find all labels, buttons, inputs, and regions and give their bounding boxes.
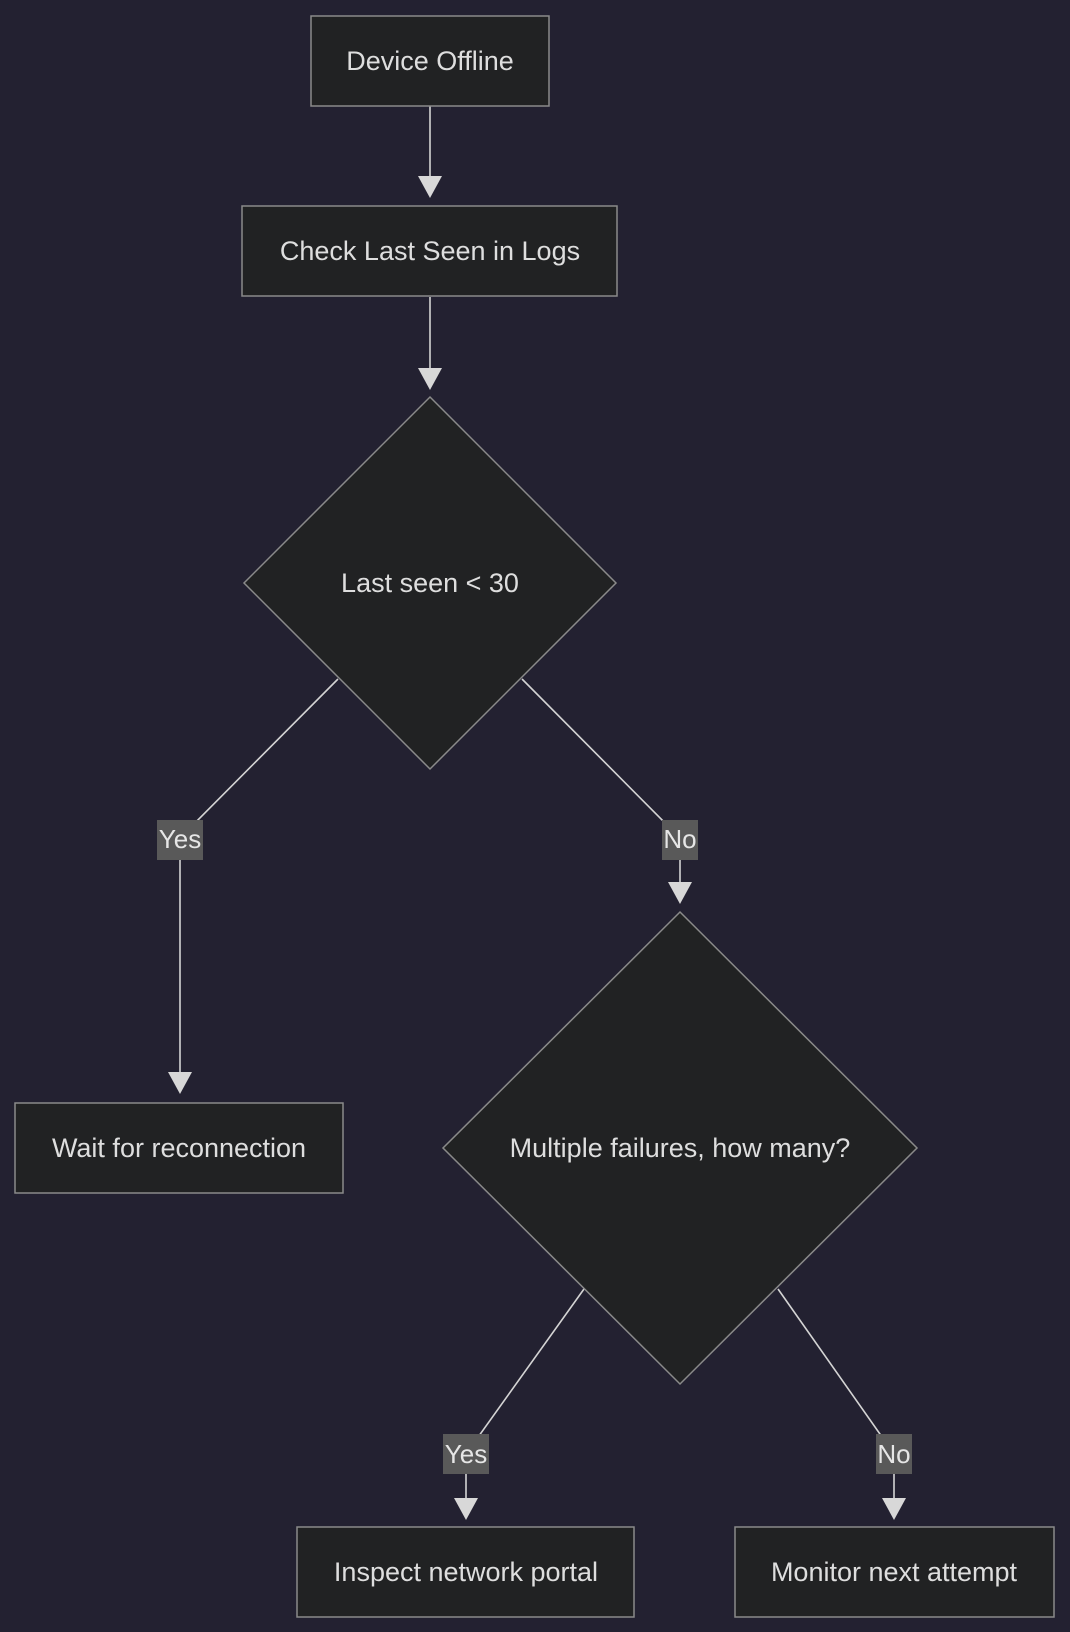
arrowhead xyxy=(418,368,442,390)
svg-text:No: No xyxy=(877,1439,910,1469)
svg-text:Wait for reconnection: Wait for reconnection xyxy=(52,1133,306,1163)
arrowhead xyxy=(168,1072,192,1094)
node-monitor-next[interactable]: Monitor next attempt xyxy=(734,1526,1055,1618)
arrowhead xyxy=(668,882,692,904)
edge-label-lastseen-no: No xyxy=(662,820,698,860)
node-device-offline[interactable]: Device Offline xyxy=(310,15,550,107)
svg-text:No: No xyxy=(663,824,696,854)
svg-text:Inspect network portal: Inspect network portal xyxy=(334,1557,598,1587)
edge-label-failures-yes: Yes xyxy=(443,1434,489,1474)
edge-lastseen-yes xyxy=(179,678,339,1078)
node-wait-reconnection[interactable]: Wait for reconnection xyxy=(14,1102,344,1194)
svg-text:Monitor next attempt: Monitor next attempt xyxy=(771,1557,1018,1587)
svg-text:Yes: Yes xyxy=(445,1439,487,1469)
node-multiple-failures-decision[interactable]: Multiple failures, how many? xyxy=(441,910,919,1386)
edges xyxy=(168,106,906,1520)
svg-text:Device Offline: Device Offline xyxy=(346,46,514,76)
svg-text:Last seen < 30: Last seen < 30 xyxy=(341,568,519,598)
svg-text:Multiple failures, how many?: Multiple failures, how many? xyxy=(510,1133,851,1163)
node-inspect-portal[interactable]: Inspect network portal xyxy=(296,1526,635,1618)
arrowhead xyxy=(418,176,442,198)
edge-label-lastseen-yes: Yes xyxy=(157,820,203,860)
svg-text:Yes: Yes xyxy=(159,824,201,854)
arrowhead xyxy=(454,1498,478,1520)
node-check-logs[interactable]: Check Last Seen in Logs xyxy=(241,205,618,297)
edge-lastseen-no xyxy=(521,678,681,884)
svg-text:Check Last Seen in Logs: Check Last Seen in Logs xyxy=(280,236,580,266)
node-last-seen-decision[interactable]: Last seen < 30 xyxy=(242,395,618,771)
arrowhead xyxy=(882,1498,906,1520)
edge-label-failures-no: No xyxy=(876,1434,912,1474)
